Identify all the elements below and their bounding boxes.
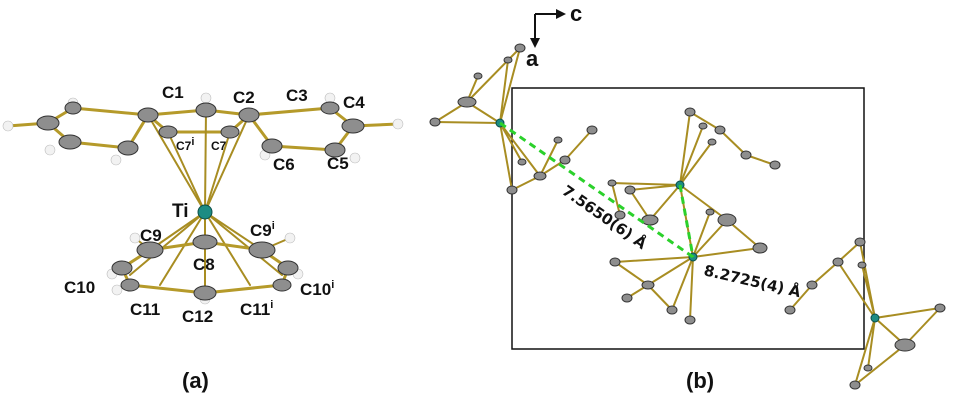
label-c10: C10 [64, 278, 95, 297]
label-c11i: C11i [240, 299, 273, 319]
label-c12: C12 [182, 307, 213, 326]
label-c11: C11 [130, 300, 160, 319]
ti-atom [197, 204, 213, 220]
label-c8: C8 [193, 255, 215, 274]
ti-ring-bonds [129, 109, 283, 294]
label-c9: C9 [140, 226, 162, 245]
panel-b-label: (b) [686, 368, 714, 393]
axis-a-label: a [526, 46, 539, 71]
contact-lines [499, 121, 695, 259]
label-c6: C6 [273, 155, 295, 174]
label-c2: C2 [233, 88, 255, 107]
axes-indicator: c a [526, 1, 582, 71]
upper-atoms [2, 92, 404, 166]
label-c7: C7 [211, 139, 227, 153]
label-ti: Ti [172, 201, 189, 222]
molecule-1 [429, 43, 598, 195]
label-c10i: C10i [300, 279, 334, 299]
distance-label-2: 8.2725(4) Å [702, 260, 803, 301]
contact-line-2 [678, 184, 695, 258]
distance-label-1: 7.5650(6) Å [559, 181, 651, 253]
molecule-2 [607, 107, 781, 325]
molecule-3 [784, 237, 946, 390]
contact-line-1 [499, 121, 694, 259]
lower-atoms [106, 232, 304, 305]
axis-c-label: c [570, 1, 582, 26]
label-c1: C1 [162, 83, 184, 102]
panel-a-labels: C1 C2 C3 C4 C5 C6 C7i C7 Ti C9 C9i C8 C1… [64, 83, 365, 393]
panel-a-label: (a) [182, 368, 209, 393]
label-c4: C4 [343, 93, 365, 112]
label-c3: C3 [286, 86, 308, 105]
label-c5: C5 [327, 154, 349, 173]
unit-cell-box [511, 87, 865, 350]
label-c7i: C7i [176, 136, 194, 153]
label-c9i: C9i [250, 220, 275, 240]
panel-a-molecule [2, 92, 404, 305]
